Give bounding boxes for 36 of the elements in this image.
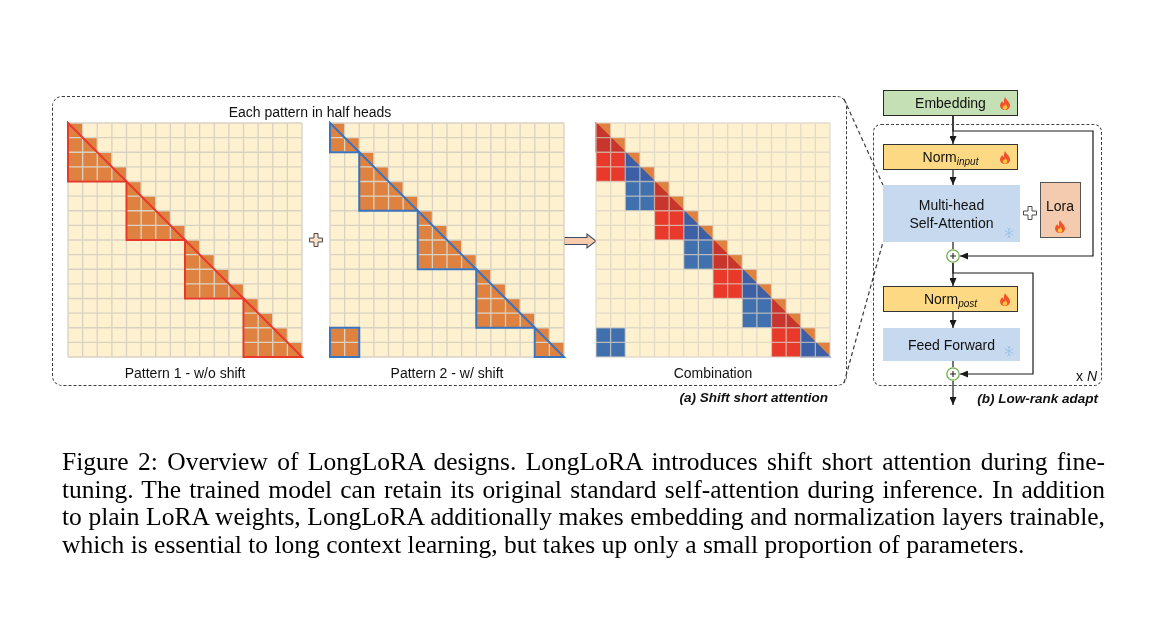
matrix-caption: Combination — [673, 365, 753, 381]
layer-box — [883, 286, 1018, 312]
panel-caption: (a) Shift short attention — [679, 390, 828, 406]
matrix-caption: Pattern 1 - w/o shift — [124, 365, 246, 381]
dashed-panel — [52, 96, 847, 386]
node-label: Norm$_{input}$ — [922, 149, 979, 165]
arrow — [952, 115, 1094, 260]
attention-matrix — [68, 123, 302, 357]
node-label: Feed Forward — [907, 336, 996, 353]
dashed-line — [843, 98, 884, 186]
node-label: Embedding — [915, 95, 986, 111]
layer-box — [883, 90, 1018, 116]
node-label: Norm$_{post}$ — [923, 291, 978, 307]
panel-caption: (b) Low-rank adapt — [977, 391, 1098, 407]
arrow — [952, 262, 1034, 378]
panel-heading: Each pattern in half heads — [228, 104, 392, 120]
arrow — [949, 311, 957, 329]
figure-caption: Figure 2: Overview of LongLoRA designs. LongLoRA introduces shift short attention during fine-tuning. The trained model can retain its original standard self-attention during inference. In addition to plain LoRA weights, LongLoRA additionally makes embedding and normalization layers trainable, which is essential to long context learning, but takes up only a small proportion of parameters. — [62, 448, 1105, 559]
sum-circle — [946, 249, 960, 263]
arrow — [949, 380, 957, 406]
block-arrow — [563, 232, 597, 250]
attention-matrix — [596, 123, 830, 357]
matrix-caption: Pattern 2 - w/ shift — [390, 365, 504, 381]
layer-box — [883, 185, 1020, 242]
adapter-box — [1040, 182, 1081, 238]
node-label: Multi-head Self-Attention — [908, 195, 995, 232]
sum-circle — [946, 367, 960, 381]
dashed-frame — [873, 124, 1102, 386]
layer-box — [883, 144, 1018, 170]
attention-matrix — [330, 123, 564, 357]
connector-line — [952, 360, 954, 368]
repeat-label: x N — [1076, 368, 1097, 384]
arrow — [949, 169, 957, 186]
layer-box — [883, 328, 1020, 361]
connector-line — [952, 241, 954, 250]
node-label: Lora — [1046, 198, 1074, 214]
